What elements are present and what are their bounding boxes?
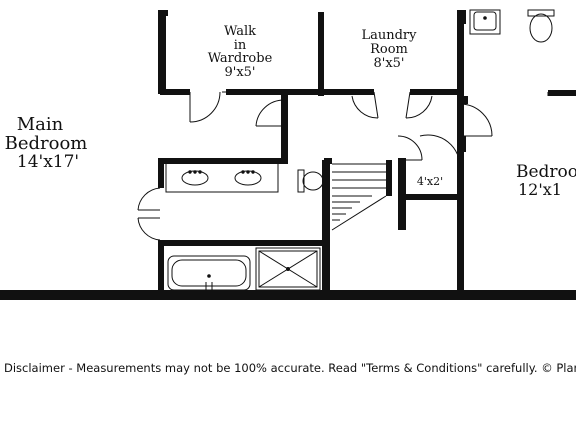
bathtub xyxy=(167,255,251,291)
laundry-size: 8'x5' xyxy=(373,56,404,71)
disclaimer-text: Disclaimer - Measurements may not be 100… xyxy=(4,361,576,375)
bedroom-size: 12'x1 xyxy=(518,180,562,199)
toilet-top-right xyxy=(527,9,555,17)
wardrobe-name-2: in xyxy=(234,38,247,53)
closet-size: 4'x2' xyxy=(417,175,443,188)
main-bedroom-name-1: Main xyxy=(17,114,64,135)
fixtures xyxy=(165,9,555,291)
room-labels: Main Bedroom 14'x17' Walk in Wardrobe 9'… xyxy=(5,24,576,199)
main-bedroom-name-2: Bedroom xyxy=(5,133,88,154)
vanity-counter xyxy=(165,161,279,193)
laundry-name-1: Laundry xyxy=(361,28,417,43)
doors xyxy=(137,91,493,241)
wardrobe-size: 9'x5' xyxy=(224,65,255,80)
main-bedroom-size: 14'x17' xyxy=(17,152,79,172)
laundry-name-2: Room xyxy=(370,42,408,57)
shower xyxy=(255,247,321,291)
toilet-bowl xyxy=(302,171,324,191)
bedroom-name: Bedroo xyxy=(516,162,576,182)
wardrobe-name-3: Wardrobe xyxy=(208,51,273,66)
toilet-tank xyxy=(297,169,305,193)
wardrobe-name-1: Walk xyxy=(224,24,256,39)
walls xyxy=(0,10,576,300)
staircase xyxy=(331,163,387,231)
sink-top-right xyxy=(469,9,501,35)
